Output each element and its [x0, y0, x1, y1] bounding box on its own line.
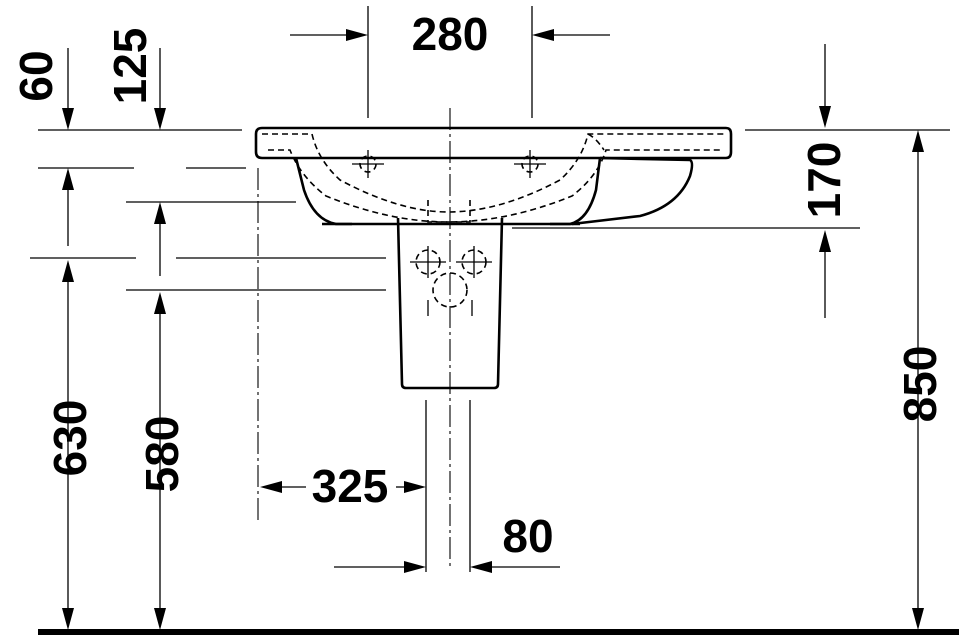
basin-inner-dashed	[262, 133, 724, 223]
dimension-60: 60	[10, 48, 74, 130]
dimension-label-280: 280	[412, 8, 489, 60]
basin-outline	[254, 126, 733, 226]
dimension-label-850: 850	[894, 346, 946, 423]
dimension-80: 80	[334, 510, 560, 573]
dimension-label-80: 80	[502, 510, 553, 562]
dimension-170: 170	[798, 44, 850, 318]
dimension-label-580: 580	[136, 416, 188, 493]
extension-lines	[30, 6, 950, 572]
dimension-label-325: 325	[312, 460, 389, 512]
centre-lines	[257, 108, 451, 570]
dimension-850: 850	[894, 130, 946, 630]
dimension-325: 325	[260, 460, 426, 512]
dimension-label-630: 630	[44, 400, 96, 477]
dimension-580: 580	[136, 202, 188, 630]
pedestal	[396, 217, 504, 390]
dimension-125: 125	[104, 28, 166, 130]
dimension-280: 280	[290, 8, 610, 60]
dimension-label-170: 170	[798, 142, 850, 219]
tap-hole-right-icon	[514, 150, 546, 178]
tap-hole-left-icon	[352, 150, 384, 178]
dimension-label-60: 60	[10, 50, 62, 101]
dimension-label-125: 125	[104, 28, 156, 105]
dimension-630: 630	[44, 168, 96, 630]
